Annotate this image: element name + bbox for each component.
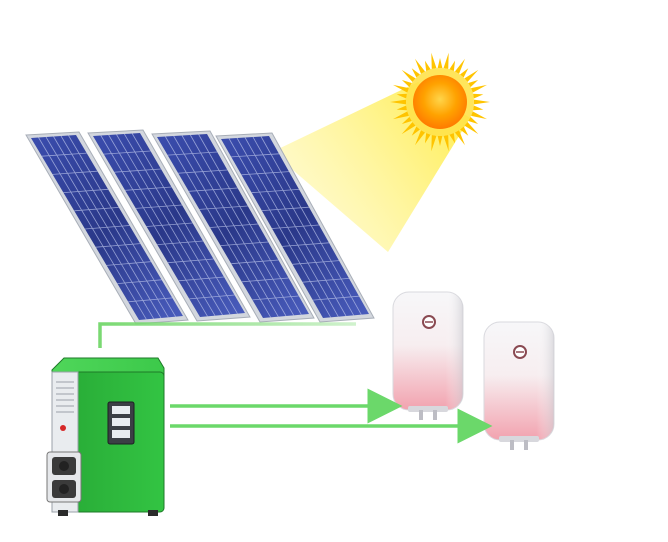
sun-ray [431, 52, 437, 70]
panel-cell-line [106, 261, 151, 266]
panel-cell-line [114, 168, 162, 173]
sun-ray [437, 58, 443, 69]
sun-ray [468, 80, 479, 88]
sun-ray [472, 105, 484, 111]
panel-cell-line [302, 278, 350, 283]
display-panel [107, 401, 135, 445]
sun-ray [396, 105, 408, 111]
panel-cell-line [282, 242, 330, 247]
sun-ray [449, 60, 456, 71]
sun-ray [459, 68, 469, 78]
panel-cell-line [231, 259, 279, 265]
sun-ray [471, 111, 487, 120]
panel-cell-line [84, 225, 130, 230]
sun-ray [401, 80, 412, 88]
sun-ray [401, 121, 416, 135]
sun-ray [459, 126, 469, 136]
sun-ray [437, 135, 443, 146]
sun-ray [454, 58, 465, 74]
panel-cell-line [41, 152, 87, 157]
panel-cell-line [178, 276, 225, 282]
sun-ray [449, 133, 456, 144]
sun-ray [443, 134, 449, 152]
solar-panel-array [25, 129, 375, 325]
sun-ray [415, 58, 426, 74]
panel-to-controller-line [98, 322, 356, 348]
panel-cell-line [178, 169, 228, 174]
sun-ray [472, 93, 484, 99]
panel-cell-line [189, 294, 235, 300]
power-controller-unit [46, 357, 165, 516]
panel-cell-line [209, 223, 259, 228]
panel-cell-line [261, 206, 310, 211]
sun-ray [415, 130, 426, 146]
panel-cell-line [74, 207, 119, 212]
sun-ray [401, 116, 412, 124]
panel-cell-line [117, 279, 162, 284]
panel-cell-line [63, 188, 109, 193]
panel-cell-line [241, 277, 289, 283]
sun-ray [471, 84, 487, 93]
panel-cell-line [220, 241, 269, 246]
panel-cell-line [231, 153, 280, 158]
panel-cell-line [52, 170, 98, 175]
water-heater [392, 291, 464, 420]
panel-cell-line [251, 189, 300, 194]
panel-cell-line [292, 260, 340, 265]
panel-cell-line [167, 258, 214, 264]
sun-ray [443, 52, 449, 70]
panel-cell-line [95, 243, 141, 248]
indicator-led [60, 425, 66, 431]
panel-cell-line [125, 186, 172, 191]
sun-ray [454, 130, 465, 146]
panel-cell-line [146, 222, 193, 227]
side-vents [56, 381, 74, 413]
panel-cell-line [271, 224, 320, 229]
sun-ray [468, 116, 479, 124]
water-heater [483, 321, 555, 450]
panel-cell-line [103, 150, 151, 155]
sun-ray [424, 60, 431, 71]
panel-cell-line [128, 297, 173, 303]
panel-cell-line [199, 205, 248, 210]
panel-cell-line [157, 240, 204, 245]
sun-ray [464, 121, 479, 135]
sun-ray [401, 69, 416, 83]
sun-ray [464, 69, 479, 83]
sun-ray [411, 68, 421, 78]
sun-ray [424, 133, 431, 144]
panel-cell-line [252, 295, 299, 301]
sun-ray [411, 126, 421, 136]
sun-ray [393, 111, 409, 120]
panel-cell-line [135, 204, 183, 209]
socket-panel [46, 451, 82, 503]
sun-ray [390, 99, 407, 105]
sun-ray [393, 84, 409, 93]
sun-icon [390, 52, 490, 152]
sun-ray [473, 99, 490, 105]
panel-cell-line [188, 187, 238, 192]
sun-ray [431, 134, 437, 152]
panel-cell-line [241, 171, 290, 176]
panel-cell-line [312, 295, 360, 301]
panel-cell-line [167, 151, 218, 156]
sun-ray [396, 93, 408, 99]
